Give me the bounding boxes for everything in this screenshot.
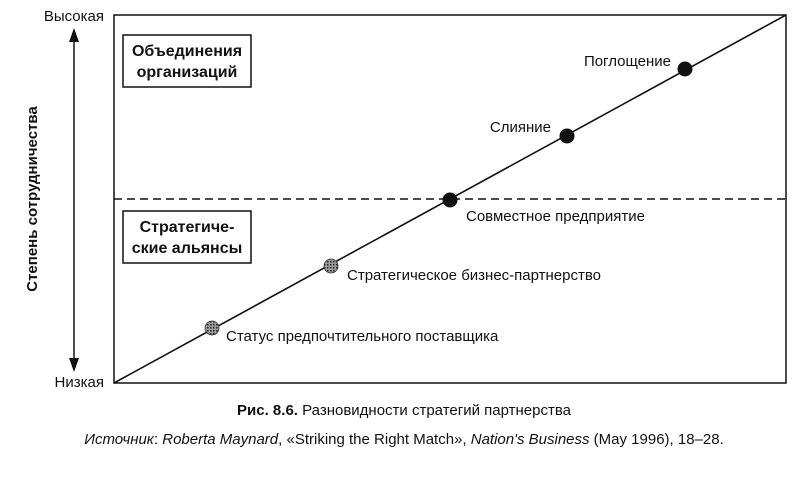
figure-title: Разновидности стратегий партнерства [302,402,571,419]
point-merger [559,128,575,144]
source-prefix: Источник [84,431,154,448]
point-preferred-supplier [204,320,220,336]
region-box-alliances-line1: Стратегиче- [140,219,235,236]
source-colon: : [153,431,163,448]
region-box-alliances-line2: ские альянсы [132,240,243,257]
figure-caption: Рис. 8.6. Разновидности стратегий партне… [0,402,808,419]
y-axis-bottom-label: Низкая [55,374,104,391]
y-axis-arrow [69,28,79,372]
y-axis-top-label: Высокая [44,8,104,25]
point-acquisition [677,61,693,77]
point-merger-label: Слияние [490,119,551,136]
y-axis-title: Степень сотрудничества [24,106,41,292]
point-strategic-partnership [323,258,339,274]
source-comma-1: , [278,431,287,448]
region-box-alliances: Стратегиче- ские альянсы [122,210,252,264]
point-preferred-supplier-label: Статус предпочтительного поставщика [226,328,499,345]
source-journal: Nation's Business [470,431,590,448]
figure-number: Рис. 8.6. [237,402,298,419]
figure-source: Источник: Roberta Maynard, «Striking the… [0,431,808,448]
point-strategic-partnership-label: Стратегическое бизнес-партнерство [347,267,601,284]
source-details: (May 1996), 18–28. [589,431,724,448]
region-box-organizations-line2: организаций [137,64,238,81]
source-author: Roberta Maynard [162,431,279,448]
source-article: «Striking the Right Match» [286,431,463,448]
region-box-organizations: Объединения организаций [122,34,252,88]
point-joint-venture-label: Совместное предприятие [466,208,645,225]
point-joint-venture [442,192,458,208]
region-box-organizations-line1: Объединения [132,43,242,60]
point-acquisition-label: Поглощение [584,53,671,70]
source-comma-2: , [462,431,471,448]
